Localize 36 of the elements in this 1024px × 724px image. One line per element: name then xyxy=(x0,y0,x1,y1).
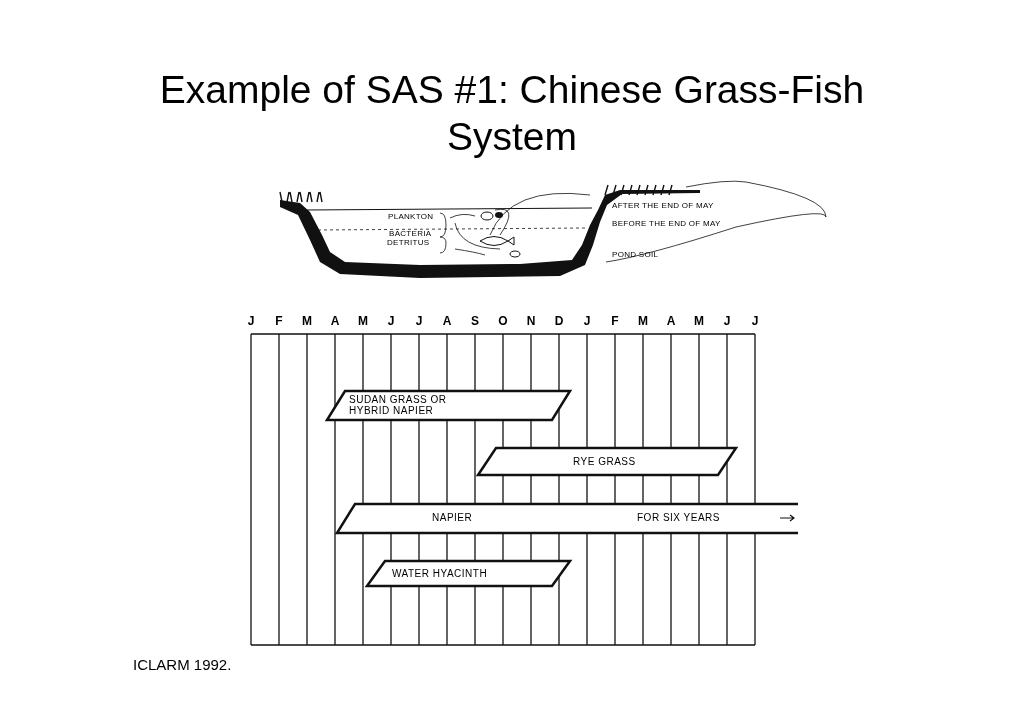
month-letter: M xyxy=(693,314,705,328)
month-letter: M xyxy=(301,314,313,328)
month-letter: J xyxy=(750,314,760,328)
month-letter: N xyxy=(525,314,537,328)
month-letter: A xyxy=(329,314,341,328)
pond-label: AFTER THE END OF MAY xyxy=(612,201,714,210)
month-letter: J xyxy=(582,314,592,328)
month-letter: J xyxy=(386,314,396,328)
bar-label: WATER HYACINTH xyxy=(392,568,488,579)
bar-label: NAPIER xyxy=(432,512,473,523)
month-letter: J xyxy=(414,314,424,328)
crop-period-bar xyxy=(367,561,570,586)
month-letter: D xyxy=(553,314,565,328)
month-letter: M xyxy=(637,314,649,328)
source-caption: ICLARM 1992. xyxy=(133,656,232,673)
crop-period-bar xyxy=(327,391,570,420)
pond-label: DETRITUS xyxy=(387,238,430,247)
month-letter: S xyxy=(470,314,480,328)
month-letter: J xyxy=(722,314,732,328)
pond-label: PLANKTON xyxy=(388,212,434,221)
bar-label: RYE GRASS xyxy=(573,456,636,467)
month-letter: O xyxy=(497,314,509,328)
bar-label: FOR SIX YEARS xyxy=(637,512,720,523)
month-letter: J xyxy=(246,314,256,328)
month-letter: A xyxy=(665,314,677,328)
pond-label: BEFORE THE END OF MAY xyxy=(612,219,721,228)
month-letter: F xyxy=(610,314,620,328)
month-letter: A xyxy=(441,314,453,328)
crop-period-bar xyxy=(478,448,736,475)
crop-period-bar xyxy=(337,504,798,533)
month-letter: F xyxy=(274,314,284,328)
title: Example of SAS #1: Chinese Grass-Fish System xyxy=(158,67,866,160)
pond-label: POND SOIL xyxy=(612,250,659,259)
month-letter: M xyxy=(357,314,369,328)
bar-label: SUDAN GRASS OR HYBRID NAPIER xyxy=(349,394,448,416)
pond-label: BACTERIA xyxy=(389,229,432,238)
